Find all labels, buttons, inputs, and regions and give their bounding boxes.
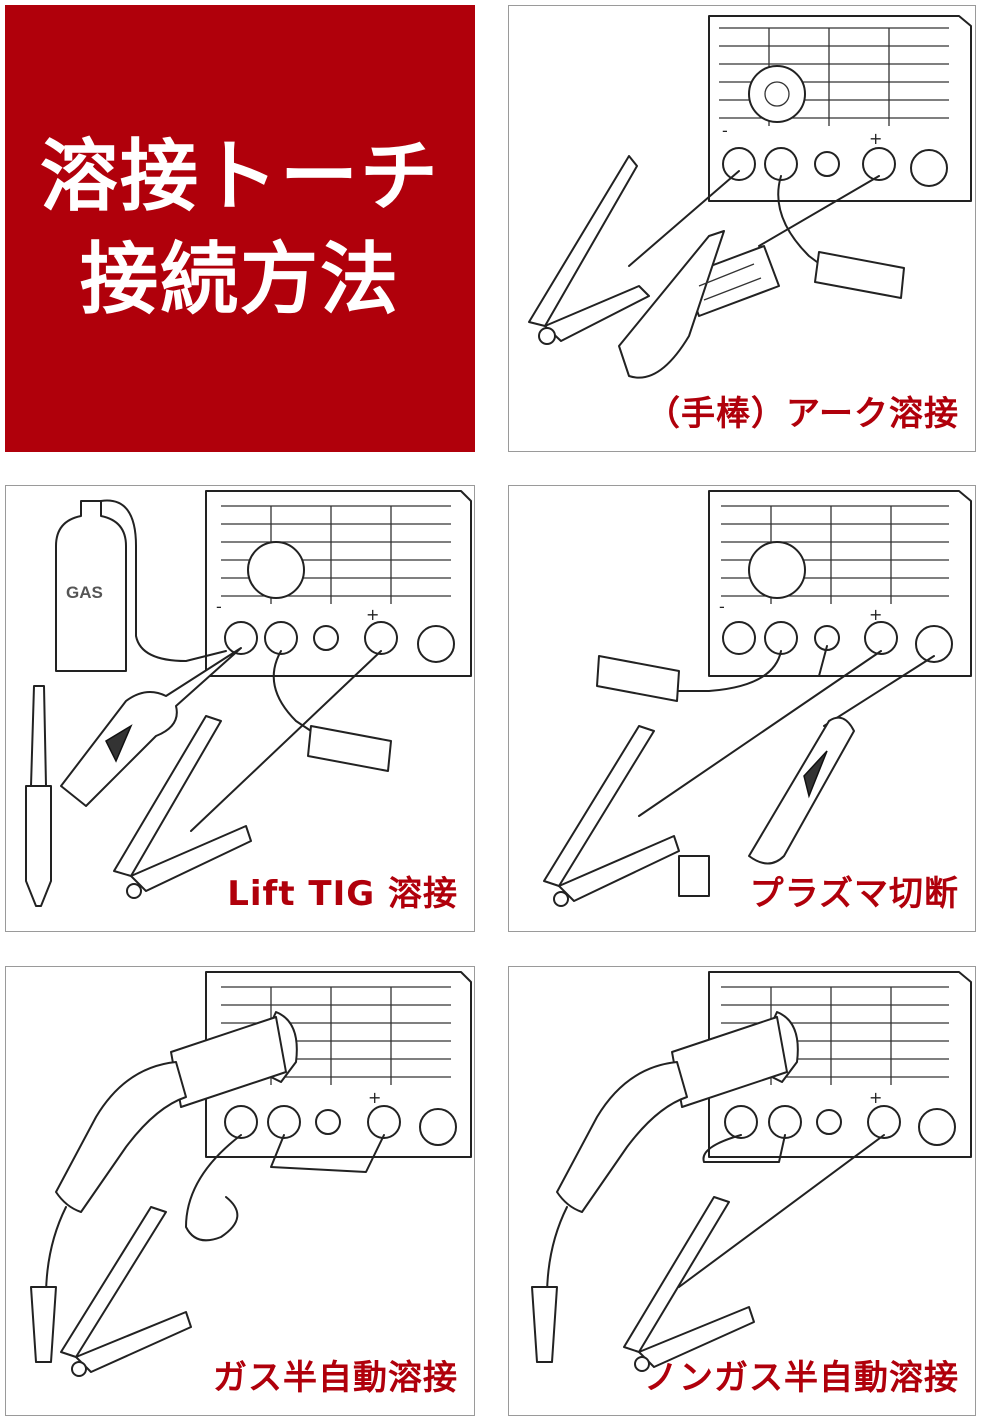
panel-lift-tig: GAS - + bbox=[5, 485, 475, 932]
ground-clamp-icon bbox=[113, 715, 252, 899]
minus-terminal-label: - bbox=[719, 597, 725, 616]
ground-cable-icon bbox=[628, 170, 740, 267]
gas-cylinder-icon: GAS bbox=[55, 500, 127, 672]
polarity-jumper-icon bbox=[270, 1134, 385, 1173]
polarity-jumper-icon bbox=[702, 1134, 786, 1163]
tig-torch-icon bbox=[25, 647, 242, 907]
mig-torch-icon bbox=[30, 1061, 187, 1363]
caption-stick-arc: （手棒）アーク溶接 bbox=[646, 394, 959, 434]
plus-terminal-label: + bbox=[869, 129, 882, 148]
panel-plasma-cutting: - + プラズマ切断 bbox=[508, 485, 976, 932]
minus-socket-icon bbox=[224, 621, 258, 655]
control-knob-icon bbox=[748, 65, 806, 123]
welder-machine: - + bbox=[708, 15, 972, 202]
title-banner: 溶接トーチ 接続方法 bbox=[5, 5, 475, 452]
control-socket-icon bbox=[267, 1105, 301, 1139]
minus-socket-icon bbox=[722, 147, 756, 181]
plus-socket-icon bbox=[364, 621, 398, 655]
control-knob-icon bbox=[247, 541, 305, 599]
plus-terminal-label: + bbox=[368, 1088, 381, 1107]
plasma-torch-icon bbox=[678, 716, 855, 897]
ground-clamp-icon bbox=[60, 1206, 192, 1377]
minus-terminal-label: - bbox=[216, 597, 222, 616]
aux-socket-icon bbox=[419, 1108, 457, 1146]
gas-outlet-icon bbox=[313, 625, 339, 651]
minus-socket-icon bbox=[724, 1105, 758, 1139]
gasless-mig-illustration: - + bbox=[531, 971, 972, 1372]
caption-plasma-cutting: プラズマ切断 bbox=[749, 874, 959, 914]
plasma-cutting-illustration: - + bbox=[543, 490, 972, 907]
cable-connector-icon bbox=[814, 251, 905, 299]
welder-machine: - + bbox=[708, 971, 972, 1158]
title-line-1: 溶接トーチ bbox=[39, 131, 440, 222]
gas-outlet-icon bbox=[814, 151, 840, 177]
gas-outlet-icon bbox=[816, 1109, 842, 1135]
torch-nozzle-icon bbox=[30, 1286, 57, 1363]
gas-outlet-icon bbox=[315, 1109, 341, 1135]
caption-gas-mig: ガス半自動溶接 bbox=[213, 1358, 458, 1398]
control-socket-icon bbox=[264, 621, 298, 655]
plus-terminal-label: + bbox=[869, 605, 882, 624]
lift-tig-illustration: GAS - + bbox=[25, 490, 472, 907]
aux-socket-icon bbox=[915, 625, 953, 663]
aux-socket-icon bbox=[417, 625, 455, 663]
electrode-cable-icon bbox=[758, 175, 880, 247]
title-line-2: 接続方法 bbox=[79, 234, 400, 325]
aux-socket-icon bbox=[910, 149, 948, 187]
cable-connector-icon bbox=[596, 655, 680, 702]
plus-socket-icon bbox=[867, 1105, 901, 1139]
plus-terminal-label: + bbox=[869, 1088, 882, 1107]
aux-socket-icon bbox=[918, 1108, 956, 1146]
control-cable-icon bbox=[668, 650, 782, 692]
minus-socket-icon bbox=[224, 1105, 258, 1139]
panel-gas-mig: - + ガス半自動溶接 bbox=[5, 966, 475, 1416]
ground-cable-icon bbox=[638, 650, 882, 817]
minus-socket-icon bbox=[722, 621, 756, 655]
torch-nozzle-icon bbox=[531, 1286, 558, 1363]
ground-cable-icon bbox=[190, 650, 382, 832]
control-socket-icon bbox=[764, 147, 798, 181]
ground-cable-icon bbox=[185, 1134, 242, 1242]
electrode-holder-icon bbox=[618, 230, 780, 379]
plus-socket-icon bbox=[864, 621, 898, 655]
welder-machine: - + bbox=[205, 490, 472, 677]
mig-torch-connector-icon bbox=[170, 1011, 298, 1108]
stick-arc-illustration: - + bbox=[528, 15, 972, 379]
ground-clamp-icon bbox=[623, 1196, 755, 1372]
plus-socket-icon bbox=[367, 1105, 401, 1139]
air-hose-icon bbox=[818, 645, 828, 677]
control-cable-icon bbox=[777, 175, 830, 272]
mig-torch-connector-icon bbox=[671, 1011, 799, 1108]
mig-torch-icon bbox=[531, 1061, 688, 1363]
caption-lift-tig: Lift TIG 溶接 bbox=[227, 874, 458, 914]
panel-gasless-mig: - + ノンガス半自動溶接 bbox=[508, 966, 976, 1416]
control-socket-icon bbox=[764, 621, 798, 655]
ground-clamp-icon bbox=[528, 155, 650, 345]
gas-cylinder-label: GAS bbox=[66, 583, 103, 602]
torch-cable-icon bbox=[823, 655, 935, 727]
welder-machine: - + bbox=[708, 490, 972, 677]
ground-cable-icon bbox=[678, 1134, 885, 1288]
torch-nozzle-icon bbox=[678, 855, 710, 897]
plus-terminal-label: + bbox=[366, 605, 379, 624]
ground-clamp-icon bbox=[543, 725, 680, 907]
control-knob-icon bbox=[748, 541, 806, 599]
caption-gasless-mig: ノンガス半自動溶接 bbox=[644, 1358, 959, 1398]
cable-connector-icon bbox=[307, 725, 392, 772]
control-socket-icon bbox=[768, 1105, 802, 1139]
panel-stick-arc: - + （手棒）アーク溶接 bbox=[508, 5, 976, 452]
gas-outlet-icon bbox=[814, 625, 840, 651]
control-cable-icon bbox=[272, 650, 312, 732]
plus-socket-icon bbox=[862, 147, 896, 181]
gas-mig-illustration: - + bbox=[30, 971, 472, 1377]
minus-terminal-label: - bbox=[722, 121, 728, 140]
gas-hose-icon bbox=[100, 499, 227, 662]
